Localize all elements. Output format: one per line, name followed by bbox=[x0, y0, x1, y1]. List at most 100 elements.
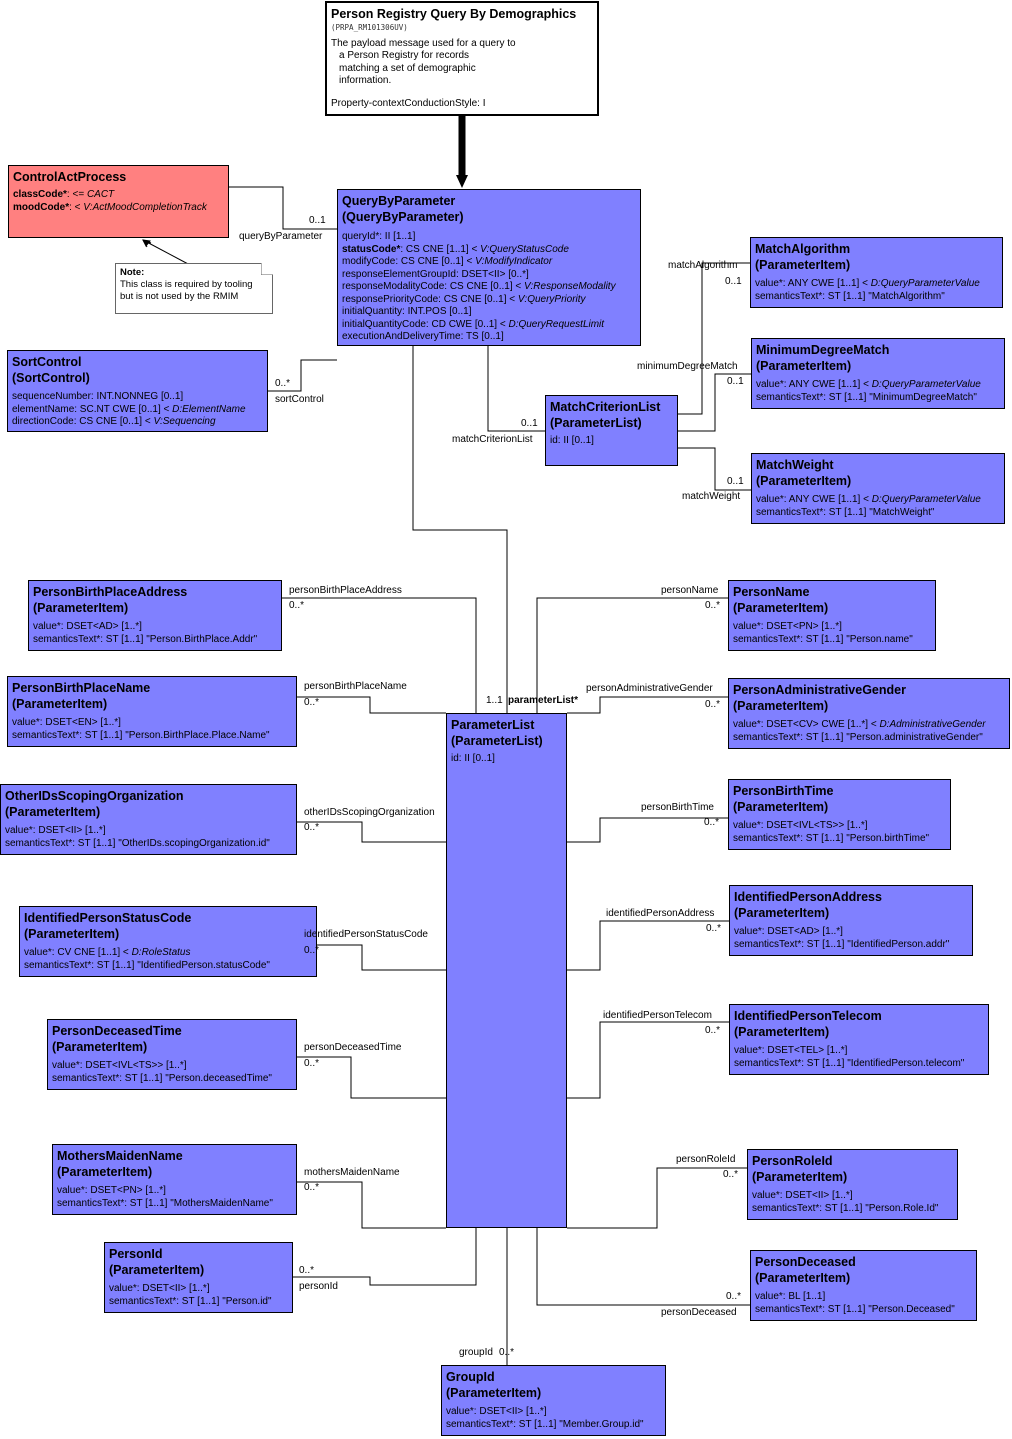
attr-text: value*: ANY CWE [1..1] < bbox=[755, 278, 871, 289]
item-value: value*: ANY CWE [1..1] < D:QueryParamete… bbox=[756, 494, 1000, 507]
qbp-subtitle: (QueryByParameter) bbox=[342, 210, 464, 224]
item-value: value*: DSET<II> [1..*] bbox=[5, 825, 292, 838]
role-label: personAdministrativeGender bbox=[586, 683, 713, 694]
item-semantics: semanticsText*: ST [1..1] "IdentifiedPer… bbox=[24, 959, 270, 971]
role-label: identifiedPersonTelecom bbox=[603, 1010, 712, 1021]
attr-vocab: V:QueryStatusCode bbox=[480, 243, 569, 255]
role-label: personName bbox=[661, 585, 719, 596]
person-name-box: PersonName(ParameterItem)value*: DSET<PN… bbox=[728, 580, 936, 651]
attr-text: responsePriorityCode: CS CNE [0..1] < bbox=[342, 293, 518, 305]
mult-label: 0..* bbox=[304, 1058, 320, 1069]
item-title: GroupId bbox=[446, 1370, 495, 1384]
attr-name: statusCode* bbox=[342, 243, 401, 255]
item-title: MatchWeight bbox=[756, 458, 834, 472]
attr-text: queryId*: II [1..1] bbox=[342, 231, 416, 242]
note-line: This class is required by tooling bbox=[120, 279, 253, 290]
item-semantics: semanticsText*: ST [1..1] "Person.birthT… bbox=[733, 832, 930, 844]
item-value: value*: CV CNE [1..1] < D:RoleStatus bbox=[24, 947, 312, 960]
mult-label: 0..* bbox=[705, 1025, 721, 1036]
role-label: identifiedPersonStatusCode bbox=[304, 929, 428, 940]
item-semantics: semanticsText*: ST [1..1] "Member.Group.… bbox=[446, 1418, 644, 1430]
attribute-row: responseModalityCode: CS CNE [0..1] < V:… bbox=[342, 281, 636, 294]
item-semantics: semanticsText*: ST [1..1] "Person.id" bbox=[109, 1295, 272, 1307]
attr-text: value*: DSET<IVL<TS>> [1..*] bbox=[52, 1060, 187, 1071]
role-label: parameterList* bbox=[508, 695, 579, 706]
mult-label: 0..* bbox=[289, 600, 305, 611]
item-title: PersonRoleId bbox=[752, 1154, 833, 1168]
minimum-degree-match-box: MinimumDegreeMatch(ParameterItem)value*:… bbox=[751, 338, 1005, 409]
mult-label: 0..* bbox=[705, 600, 721, 611]
attr-text: value*: DSET<II> [1..*] bbox=[446, 1406, 547, 1417]
parameter-list-title: ParameterList bbox=[451, 718, 535, 732]
attr-text: initialQuantityCode: CD CWE [0..1] < bbox=[342, 318, 509, 330]
mult-label: 0..* bbox=[304, 697, 320, 708]
item-title: IdentifiedPersonAddress bbox=[734, 890, 882, 904]
attr-text: : CS CNE [1..1] < bbox=[400, 243, 481, 255]
note-line: but is not used by the RMIM bbox=[120, 291, 239, 302]
item-value: value*: DSET<PN> [1..*] bbox=[733, 621, 931, 634]
item-semantics: semanticsText*: ST [1..1] "MatchWeight" bbox=[756, 506, 935, 518]
role-label: personDeceasedTime bbox=[304, 1042, 402, 1053]
attr-vocab: D:ElementName bbox=[172, 403, 246, 415]
mult-label: 0..* bbox=[705, 699, 721, 710]
item-subtitle: (ParameterItem) bbox=[733, 601, 829, 615]
item-subtitle: (ParameterItem) bbox=[446, 1386, 542, 1400]
attr-vocab: D:QueryParameterValue bbox=[871, 494, 981, 505]
control-act-title: ControlActProcess bbox=[13, 170, 127, 184]
attr-text: value*: DSET<II> [1..*] bbox=[752, 1190, 853, 1201]
role-label: queryByParameter bbox=[239, 231, 323, 242]
item-subtitle: (ParameterItem) bbox=[755, 1271, 851, 1285]
note-fold-icon bbox=[261, 263, 273, 275]
item-subtitle: (ParameterItem) bbox=[752, 1170, 848, 1184]
item-title: PersonBirthPlaceName bbox=[12, 681, 151, 695]
item-subtitle: (ParameterItem) bbox=[734, 1025, 830, 1039]
item-title: OtherIDsScopingOrganization bbox=[5, 789, 184, 803]
item-subtitle: (ParameterItem) bbox=[756, 474, 852, 488]
attribute-row: executionAndDeliveryTime: TS [0..1] bbox=[342, 331, 636, 344]
item-title: PersonDeceased bbox=[755, 1255, 856, 1269]
note-box: Note: This class is required by tooling … bbox=[115, 263, 273, 314]
item-subtitle: (ParameterItem) bbox=[52, 1040, 148, 1054]
item-value: value*: DSET<PN> [1..*] bbox=[57, 1185, 292, 1198]
role-label: otherIDsScopingOrganization bbox=[304, 807, 435, 818]
mothers-maiden-name-box: MothersMaidenName(ParameterItem)value*: … bbox=[52, 1144, 297, 1215]
item-title: PersonBirthTime bbox=[733, 784, 834, 798]
item-title: PersonDeceasedTime bbox=[52, 1024, 182, 1038]
role-label: personBirthPlaceAddress bbox=[289, 585, 402, 596]
parameter-list-box: ParameterList (ParameterList) id: II [0.… bbox=[446, 713, 567, 1228]
mult-label: 0..* bbox=[499, 1347, 515, 1358]
item-title: PersonAdministrativeGender bbox=[733, 683, 906, 697]
attr-vocab: D:AdministrativeGender bbox=[879, 719, 986, 730]
item-value: value*: ANY CWE [1..1] < D:QueryParamete… bbox=[756, 379, 1000, 392]
item-value: value*: DSET<II> [1..*] bbox=[109, 1283, 288, 1296]
attribute-row: responsePriorityCode: CS CNE [0..1] < V:… bbox=[342, 294, 636, 307]
person-birth-place-name-box: PersonBirthPlaceName(ParameterItem)value… bbox=[7, 676, 297, 747]
person-administrative-gender-box: PersonAdministrativeGender(ParameterItem… bbox=[728, 678, 1010, 749]
mult-label: 0..* bbox=[726, 1291, 742, 1302]
attr-text: value*: DSET<AD> [1..*] bbox=[734, 926, 843, 937]
attribute-row: queryId*: II [1..1] bbox=[342, 231, 636, 244]
sort-control-subtitle: (SortControl) bbox=[12, 371, 90, 385]
item-semantics: semanticsText*: ST [1..1] "Person.Deceas… bbox=[755, 1303, 955, 1315]
item-value: value*: DSET<TEL> [1..*] bbox=[734, 1045, 984, 1058]
item-subtitle: (ParameterItem) bbox=[109, 1263, 205, 1277]
item-subtitle: (ParameterItem) bbox=[755, 258, 851, 272]
item-title: IdentifiedPersonStatusCode bbox=[24, 911, 192, 925]
attr-text: value*: DSET<PN> [1..*] bbox=[57, 1185, 166, 1196]
parameter-list-subtitle: (ParameterList) bbox=[451, 734, 543, 748]
attribute-row: initialQuantity: INT.POS [0..1] bbox=[342, 306, 636, 319]
attr-text: value*: DSET<PN> [1..*] bbox=[733, 621, 842, 632]
mult-label: 0..* bbox=[299, 1265, 315, 1276]
mult-label: 0..* bbox=[706, 923, 722, 934]
attr-text: value*: DSET<CV> CWE [1..*] < bbox=[733, 719, 880, 730]
person-id-box: PersonId(ParameterItem)value*: DSET<II> … bbox=[104, 1242, 293, 1313]
item-value: value*: DSET<II> [1..*] bbox=[752, 1190, 953, 1203]
qbp-rows: queryId*: II [1..1]statusCode*: CS CNE [… bbox=[342, 231, 636, 344]
mult-label: 0..1 bbox=[309, 215, 326, 226]
role-label: personRoleId bbox=[676, 1154, 736, 1165]
header-desc-3: matching a set of demographic bbox=[339, 62, 476, 74]
attr-vocab: V:QueryPriority bbox=[517, 293, 586, 305]
attr-value: : <= bbox=[66, 189, 87, 200]
attr-name: moodCode* bbox=[13, 201, 70, 213]
